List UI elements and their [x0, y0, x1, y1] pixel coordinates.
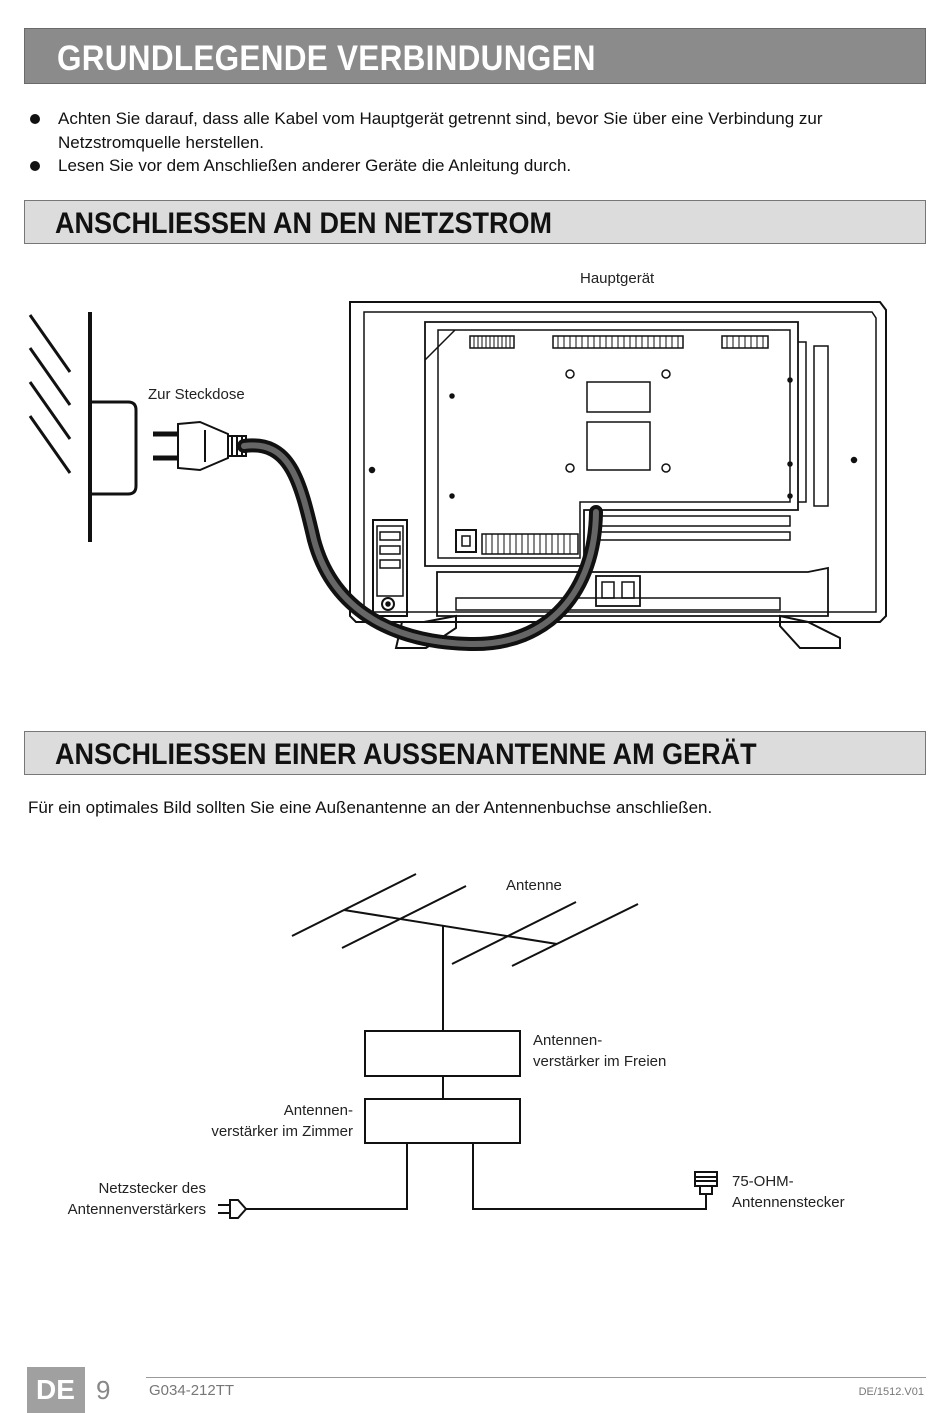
label-main-device: Hauptgerät [580, 270, 655, 287]
coax-cable-line [472, 1143, 707, 1210]
label-to-socket: Zur Steckdose [148, 386, 245, 403]
language-badge: DE [27, 1367, 85, 1413]
outdoor-amplifier-box [364, 1030, 521, 1077]
tv-rear-icon [349, 301, 887, 649]
label-outdoor-amp-line1: Antennen- [533, 1032, 602, 1049]
label-connector-line1: 75-OHM- [732, 1173, 794, 1190]
label-plug-line1: Netzstecker des [98, 1180, 206, 1197]
antenna-intro-text: Für ein optimales Bild sollten Sie eine … [28, 798, 713, 817]
coax-connector-icon [694, 1171, 718, 1195]
antenna-icon [291, 873, 639, 1031]
label-plug-line2: Antennenverstärkers [68, 1201, 206, 1218]
power-lead-line [246, 1143, 408, 1210]
bullet-icon [30, 114, 40, 124]
section-header-power: ANSCHLIESSEN AN DEN NETZSTROM [24, 200, 926, 244]
antenna-connection-diagram: Antenne Antennen- verstärker im Freien A… [68, 873, 845, 1219]
page-number: 9 [96, 1375, 111, 1405]
label-indoor-amp-line2: verstärker im Zimmer [211, 1123, 353, 1140]
list-item: Lesen Sie vor dem Anschließen anderer Ge… [28, 154, 828, 178]
power-plug-icon [153, 420, 247, 472]
power-cable-highlight [241, 442, 599, 648]
instruction-list: Achten Sie darauf, dass alle Kabel vom H… [28, 107, 828, 178]
label-outdoor-amp-line2: verstärker im Freien [533, 1053, 666, 1070]
footer-divider [146, 1377, 926, 1378]
bullet-icon [30, 161, 40, 171]
section-title-power: ANSCHLIESSEN AN DEN NETZSTROM [55, 207, 553, 240]
list-item: Achten Sie darauf, dass alle Kabel vom H… [28, 107, 828, 154]
model-number: G034-212TT [149, 1382, 235, 1399]
label-antenna: Antenne [506, 877, 562, 894]
wall-socket-icon [28, 312, 138, 542]
label-indoor-amp-line1: Antennen- [284, 1102, 353, 1119]
section-title-antenna: ANSCHLIESSEN EINER AUSSENANTENNE AM GERÄ… [55, 738, 757, 771]
power-connection-diagram: Hauptgerät Zur Steckdose [28, 270, 887, 652]
amp-power-plug-icon [218, 1199, 248, 1219]
section-header-antenna: ANSCHLIESSEN EINER AUSSENANTENNE AM GERÄ… [24, 731, 926, 775]
page-title: GRUNDLEGENDE VERBINDUNGEN [57, 39, 596, 78]
document-version: DE/1512.V01 [858, 1386, 924, 1398]
main-header: GRUNDLEGENDE VERBINDUNGEN [24, 28, 926, 84]
indoor-amplifier-box [364, 1098, 521, 1144]
label-connector-line2: Antennenstecker [732, 1194, 845, 1211]
